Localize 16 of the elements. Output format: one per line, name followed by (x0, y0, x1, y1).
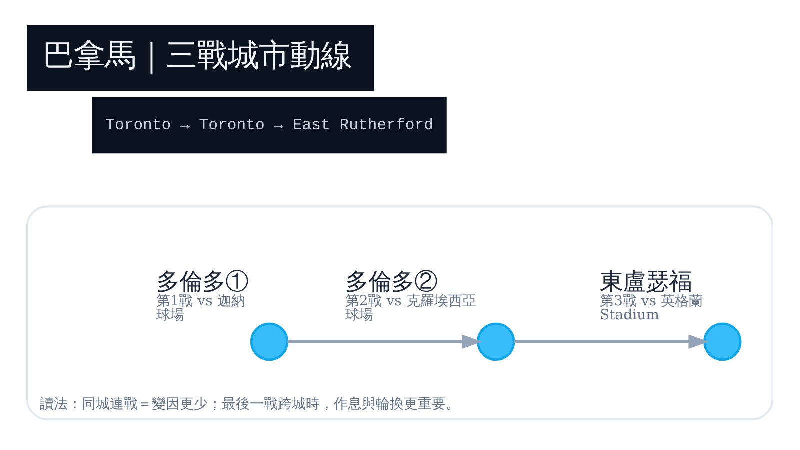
node-label: 多倫多② (345, 267, 438, 296)
node-label: 多倫多① (156, 267, 248, 296)
node-circle (250, 322, 289, 361)
node-label: 第1戰 vs 迦納 (156, 293, 246, 309)
node-circle (476, 322, 516, 361)
label: Toronto → Toronto → East Rutherford (106, 116, 434, 134)
node-label: Stadium (600, 307, 660, 324)
node-circle (704, 322, 742, 361)
node-label: 球場 (156, 307, 184, 324)
diagram-title: 巴拿馬｜三戰城市動線 (42, 38, 352, 74)
arrow (514, 334, 710, 349)
arrow (288, 334, 482, 349)
node-label: 第2戰 vs 克羅埃西亞 (345, 293, 476, 309)
node-label: 東盧瑟福 (600, 267, 692, 296)
node-label: 球場 (345, 307, 374, 324)
node-label: 第3戰 vs 英格蘭 (600, 293, 704, 309)
